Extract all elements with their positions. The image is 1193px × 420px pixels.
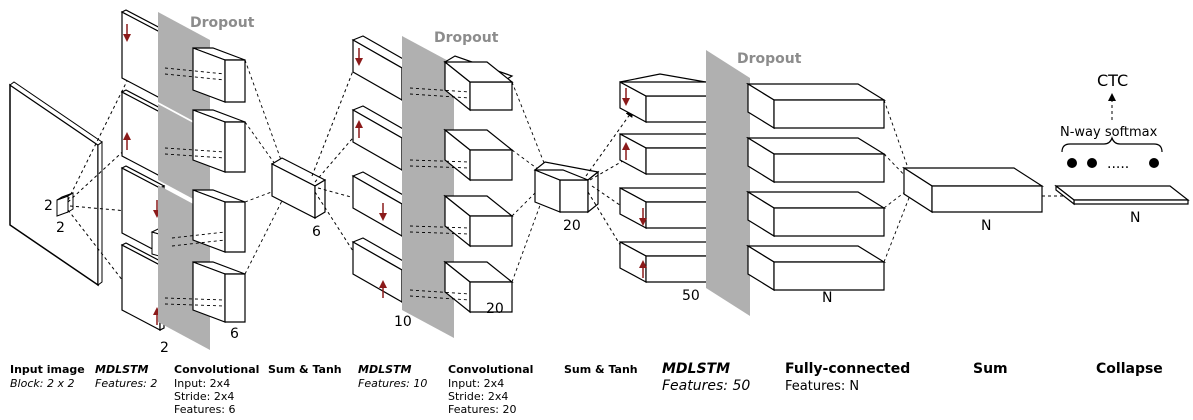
dropout-2-planes <box>402 36 454 338</box>
caption-mdlstm2-sub: Features: 10 <box>358 377 427 390</box>
mdlstm2-dim: 10 <box>394 314 412 330</box>
input-block-dim-w: 2 <box>56 220 65 236</box>
mdlstm2-to-conv2-lines <box>409 87 471 301</box>
caption-mdlstm1-sub: Features: 2 <box>95 377 157 390</box>
dropout-label-1: Dropout <box>190 15 255 31</box>
caption-conv2-l3: Features: 20 <box>448 403 517 416</box>
caption-mdlstm1-title: MDLSTM <box>95 363 149 376</box>
caption-sumtanh1-title: Sum & Tanh <box>268 363 342 376</box>
mdlstm1-to-conv1-lines <box>164 67 226 307</box>
ctc-label: CTC <box>1097 71 1128 90</box>
sum3-box <box>901 166 1045 214</box>
caption-conv2-l1: Input: 2x4 <box>448 377 504 390</box>
caption-sum-title: Sum <box>973 361 1008 377</box>
collapse-dim: N <box>1130 210 1140 226</box>
softmax-label: N-way softmax <box>1060 125 1158 140</box>
mdlstm1-dim: 2 <box>160 340 169 356</box>
sum3-dim: N <box>981 218 991 234</box>
caption-fc-title: Fully-connected <box>785 361 910 377</box>
input-image <box>9 81 103 287</box>
softmax-brace <box>1061 136 1163 153</box>
conv2-boxes <box>443 55 514 314</box>
dropout-3-plane <box>706 50 750 316</box>
caption-conv1-title: Convolutional <box>174 363 259 376</box>
input-block-dim-h: 2 <box>44 198 53 214</box>
captions: Input image Block: 2 x 2 MDLSTM Features… <box>10 361 1163 416</box>
caption-collapse-title: Collapse <box>1096 361 1163 377</box>
fc-boxes <box>745 82 887 292</box>
caption-conv1-l3: Features: 6 <box>174 403 236 416</box>
conv1-dim: 6 <box>230 326 239 342</box>
sum1-box <box>270 157 327 220</box>
caption-fc-sub: Features: N <box>785 379 859 394</box>
caption-mdlstm2-title: MDLSTM <box>358 363 412 376</box>
mdlstm3-dim: 50 <box>682 288 700 304</box>
mdlstm1-direction-arrows <box>123 24 161 325</box>
conv1-boxes <box>192 47 246 323</box>
fc-dim: N <box>822 290 832 306</box>
dropout-label-3: Dropout <box>737 51 802 67</box>
caption-mdlstm3-title: MDLSTM <box>662 361 730 377</box>
mdlstm3-direction-arrows <box>622 88 647 278</box>
caption-conv1-l2: Stride: 2x4 <box>174 390 234 403</box>
caption-conv2-l2: Stride: 2x4 <box>448 390 508 403</box>
softmax-outputs <box>1067 158 1159 168</box>
caption-input-title: Input image <box>10 363 85 376</box>
sum1-dim: 6 <box>312 224 321 240</box>
softmax-ellipsis: ..... <box>1107 156 1129 172</box>
mdlstm1-layers <box>120 9 166 331</box>
caption-conv2-title: Convolutional <box>448 363 533 376</box>
sum2-dim: 20 <box>563 218 581 234</box>
conv2-dim: 20 <box>486 301 504 317</box>
mdlstm2-direction-arrows <box>355 48 387 298</box>
dropout-label-2: Dropout <box>434 30 499 46</box>
collapse-sheet <box>1054 184 1190 206</box>
sum2-box <box>533 161 600 214</box>
caption-input-sub: Block: 2 x 2 <box>10 377 74 390</box>
caption-mdlstm3-sub: Features: 50 <box>662 378 750 394</box>
caption-sumtanh2-title: Sum & Tanh <box>564 363 638 376</box>
caption-conv1-l1: Input: 2x4 <box>174 377 230 390</box>
